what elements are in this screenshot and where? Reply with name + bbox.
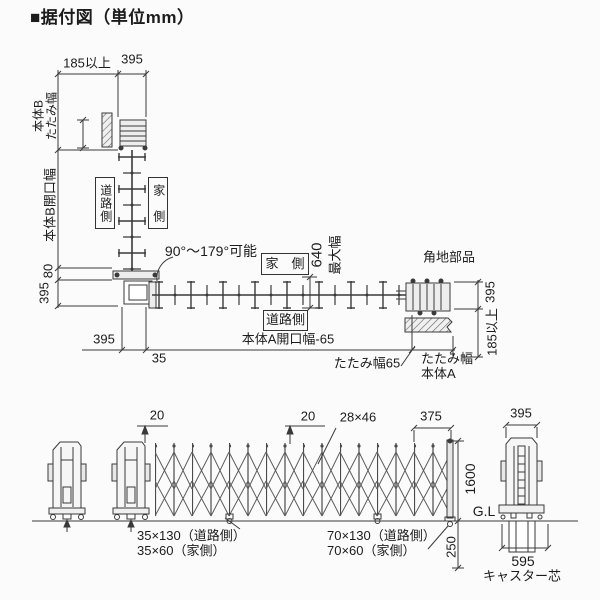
plan-dim-lines-bottom: [82, 307, 457, 367]
plan-dim-lines-right: [454, 278, 483, 361]
side-post: [498, 437, 545, 553]
corner-post-plan: [112, 270, 160, 309]
free-post: [47, 441, 87, 532]
gate-post: [111, 441, 151, 532]
plan-dim-lines-left: [54, 70, 118, 310]
plan-dim-lines-top: [54, 70, 150, 117]
gate-a-plan: [152, 281, 408, 309]
folded-gate-b: [118, 119, 148, 151]
wall-section-right: [404, 317, 453, 333]
max-width-bracket: [302, 273, 317, 312]
plan-view: [54, 70, 483, 367]
accordion-lattice: [155, 443, 451, 524]
elev-dim-595: [498, 524, 552, 552]
elev-dim-lines-top: [137, 421, 541, 465]
swing-arc: [156, 256, 174, 282]
wall-section-top: [101, 112, 113, 148]
end-bar: [444, 438, 456, 527]
elevation-view: [32, 421, 578, 572]
gate-b-plan: [118, 150, 146, 271]
folded-gate-a-plan: [396, 278, 451, 316]
leader-lines: [224, 517, 449, 550]
post-foundation: [508, 520, 536, 553]
elev-dim-1600-250: [452, 437, 464, 572]
